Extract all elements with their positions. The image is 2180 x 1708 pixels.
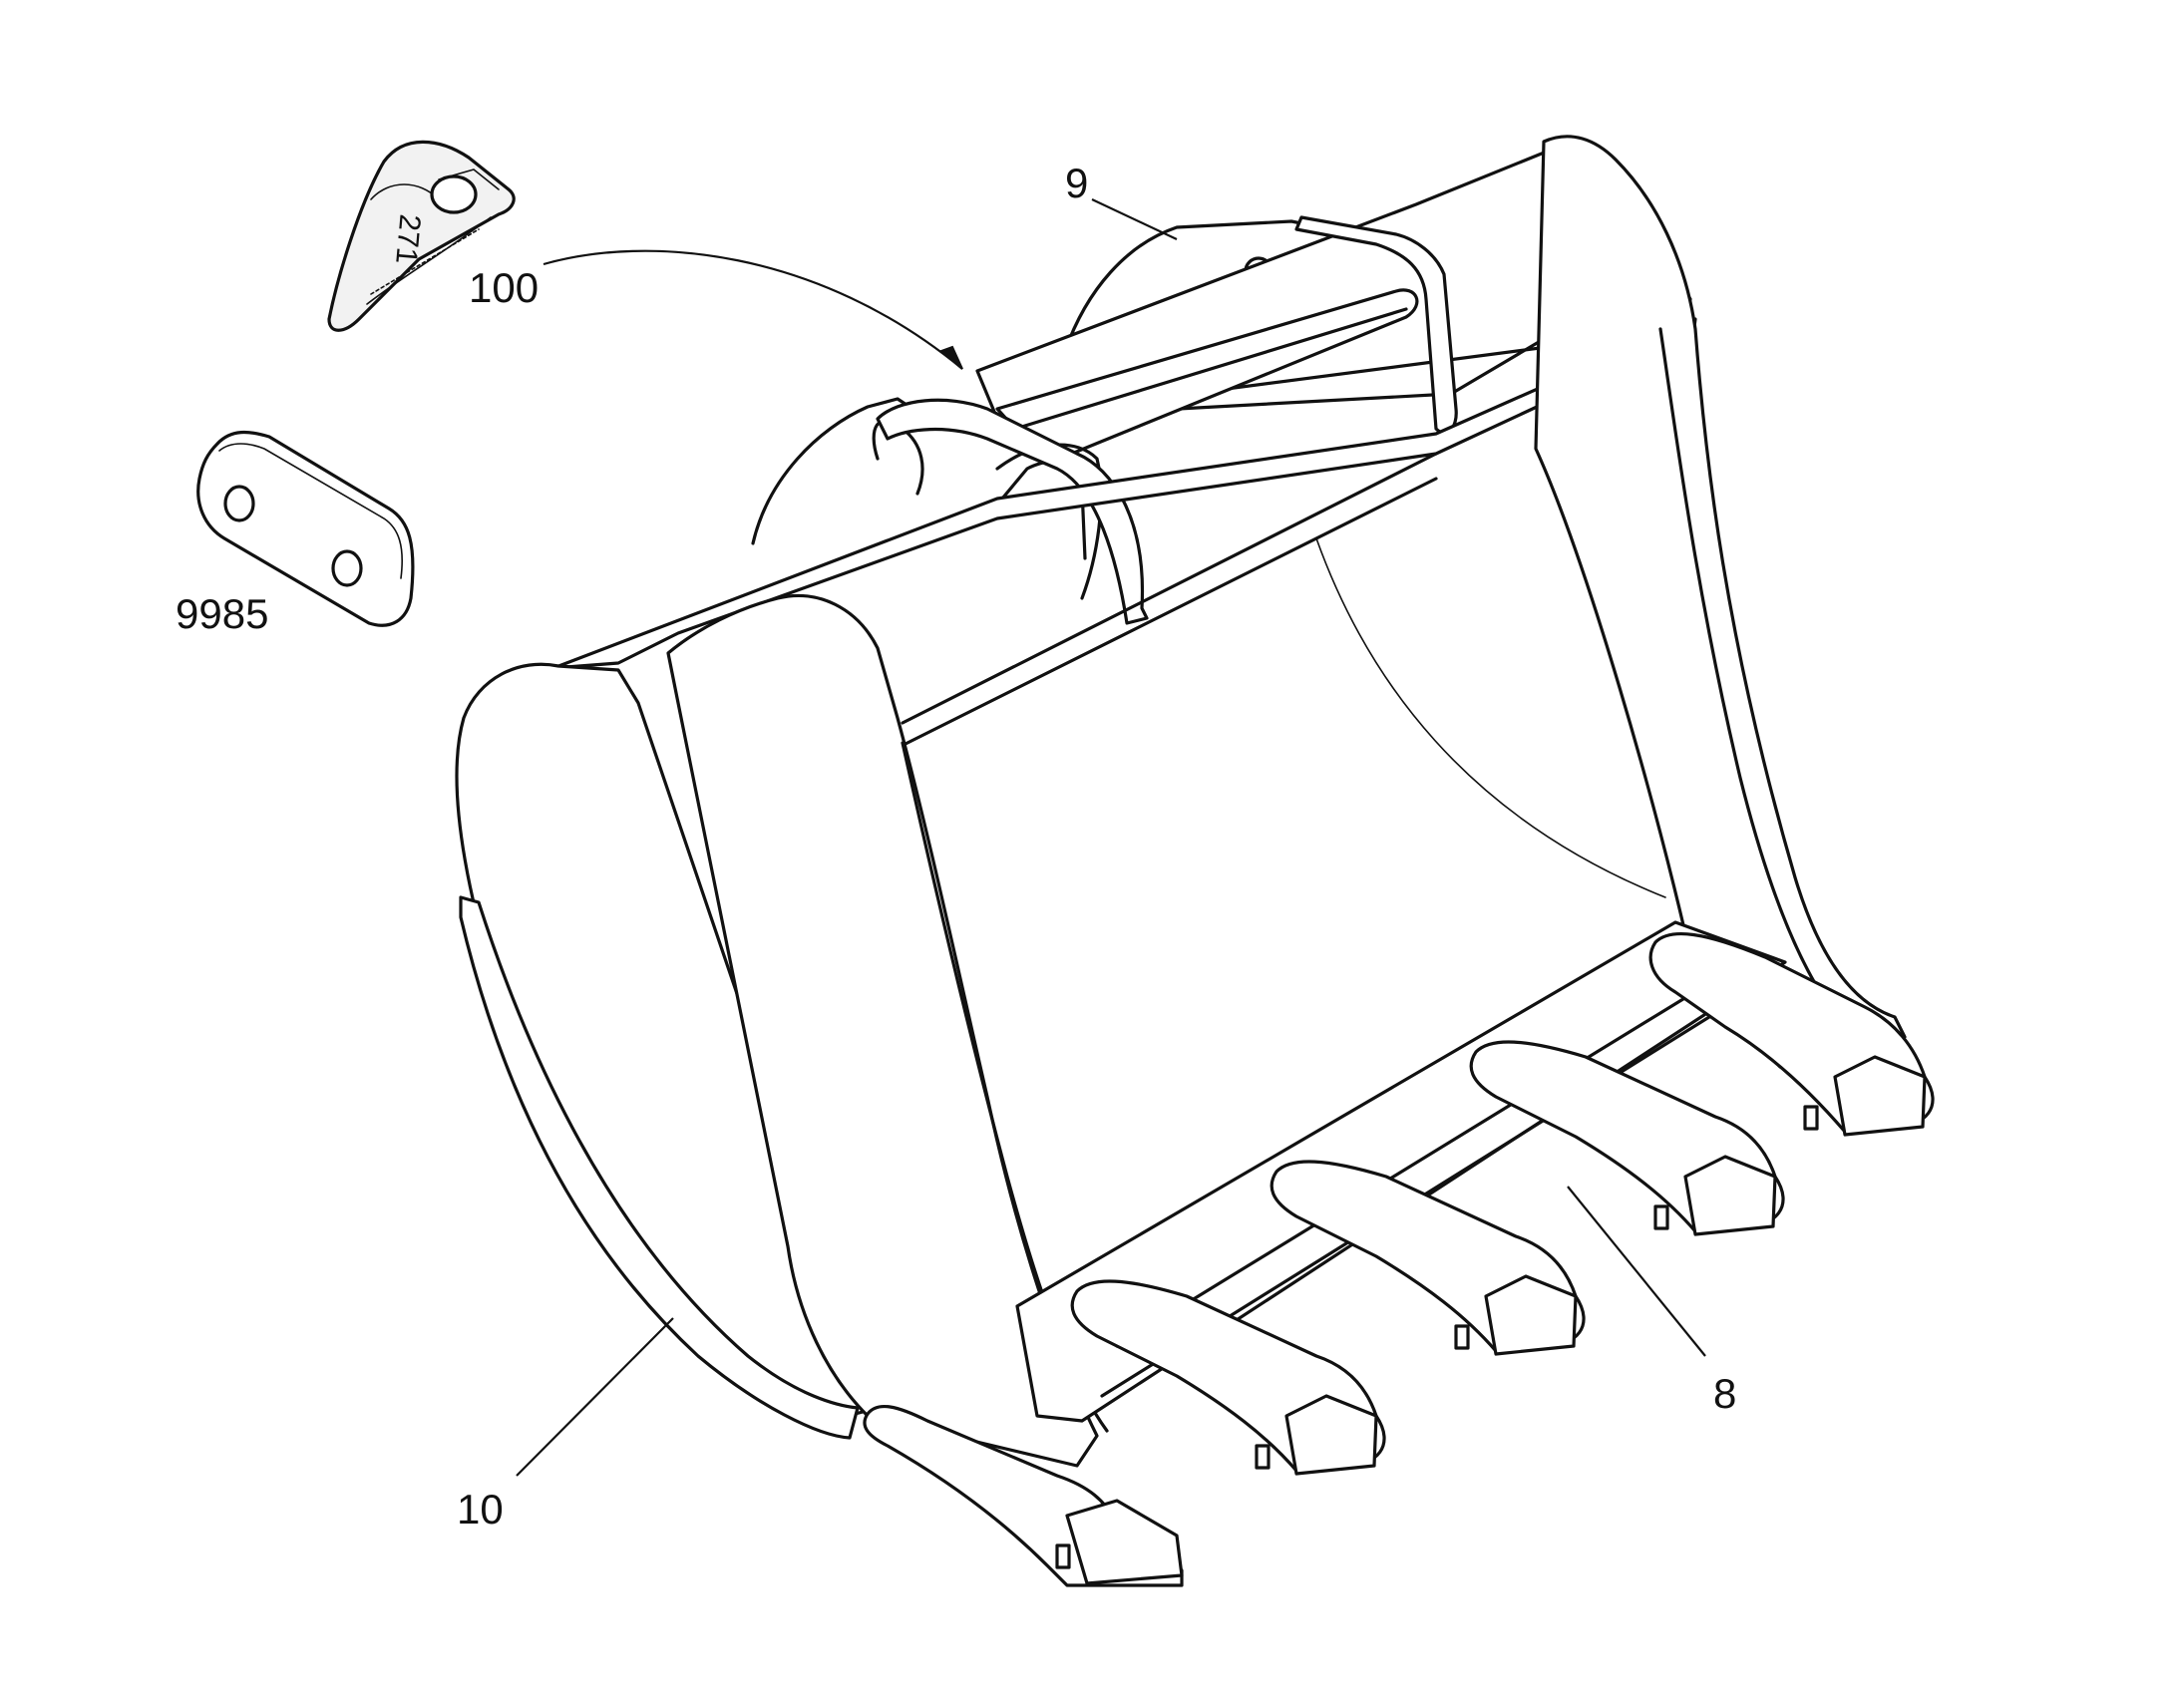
callout-9985: 9985 <box>176 590 268 637</box>
callout-8: 8 <box>1713 1370 1736 1417</box>
tooth-1 <box>863 1405 1184 1587</box>
hitch-plate-rear <box>1063 219 1438 353</box>
tooth-2 <box>1070 1279 1386 1476</box>
tooth-4 <box>1469 1040 1785 1236</box>
inner-curve <box>1315 537 1666 898</box>
callout-10: 10 <box>457 1486 504 1533</box>
callouts: 9 100 9985 8 10 <box>176 160 1736 1533</box>
left-side-panel <box>666 593 1099 1468</box>
callout-9: 9 <box>1065 160 1088 206</box>
left-wear-strip <box>459 895 860 1440</box>
cross-bar <box>995 288 1419 466</box>
bucket <box>455 135 1935 1587</box>
right-side-plate <box>1534 135 1907 1069</box>
hitch-ear-front <box>876 398 1149 625</box>
part-100-clip: 271 <box>327 140 516 332</box>
tooth-3 <box>1270 1160 1586 1356</box>
tooth-5 <box>1648 932 1935 1137</box>
part-9985-plate <box>196 431 415 627</box>
part-100-marking: 271 <box>389 212 426 265</box>
callout-100: 100 <box>469 264 539 311</box>
